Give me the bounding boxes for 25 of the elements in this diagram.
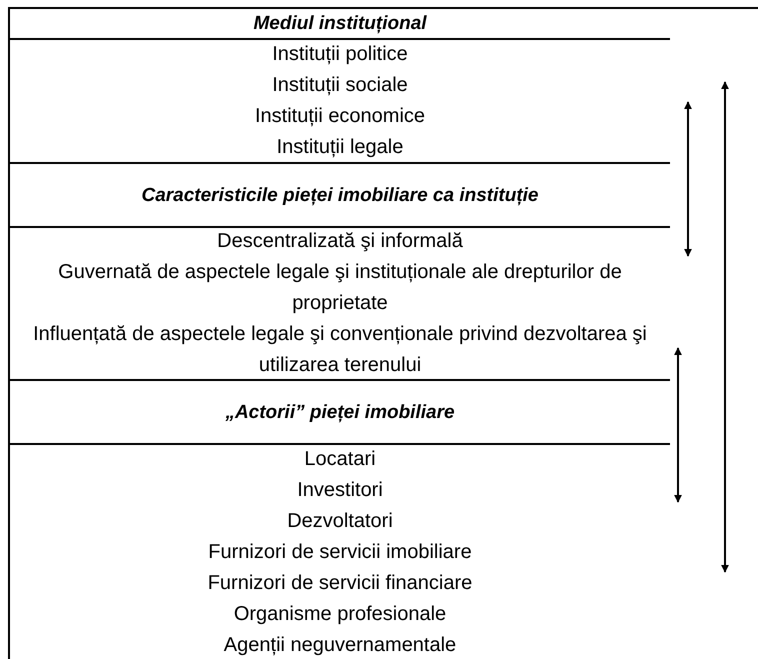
section-list xyxy=(8,228,670,381)
list-item: Locatari xyxy=(304,446,376,472)
list-item: Descentralizată şi informală xyxy=(217,229,463,254)
list-item: Instituții legale xyxy=(276,135,404,160)
list-item: Instituții sociale xyxy=(272,73,408,98)
section-heading: „Actorii” pieței imobiliare xyxy=(225,400,455,424)
list-item: Investitori xyxy=(297,478,383,502)
section-heading: Caracteristicile pieței imobiliare ca instituție xyxy=(141,184,539,208)
section-heading: Mediul instituțional xyxy=(253,12,427,36)
list-item: Furnizori de servicii imobiliare xyxy=(208,540,472,564)
double-arrow xyxy=(684,101,692,257)
list-item: Furnizori de servicii financiare xyxy=(208,570,472,596)
section-band xyxy=(8,8,670,40)
list-item: Guvernată de aspectele legale şi instituționale ale drepturilor de proprietate xyxy=(57,260,623,316)
list-item: Instituții politice xyxy=(272,42,408,67)
section-band xyxy=(8,164,670,228)
list-item: Dezvoltatori xyxy=(287,508,393,534)
section-list xyxy=(8,40,670,164)
double-arrow xyxy=(674,347,682,503)
list-item: Organisme profesionale xyxy=(234,602,446,626)
list-item: Agenții neguvernamentale xyxy=(224,632,456,658)
list-item: Instituții economice xyxy=(254,104,426,129)
list-item: Influențată de aspectele legale şi convenționale privind dezvoltarea şi utilizarea terenului xyxy=(32,322,648,378)
double-arrow xyxy=(721,81,729,573)
section-band xyxy=(8,381,670,445)
